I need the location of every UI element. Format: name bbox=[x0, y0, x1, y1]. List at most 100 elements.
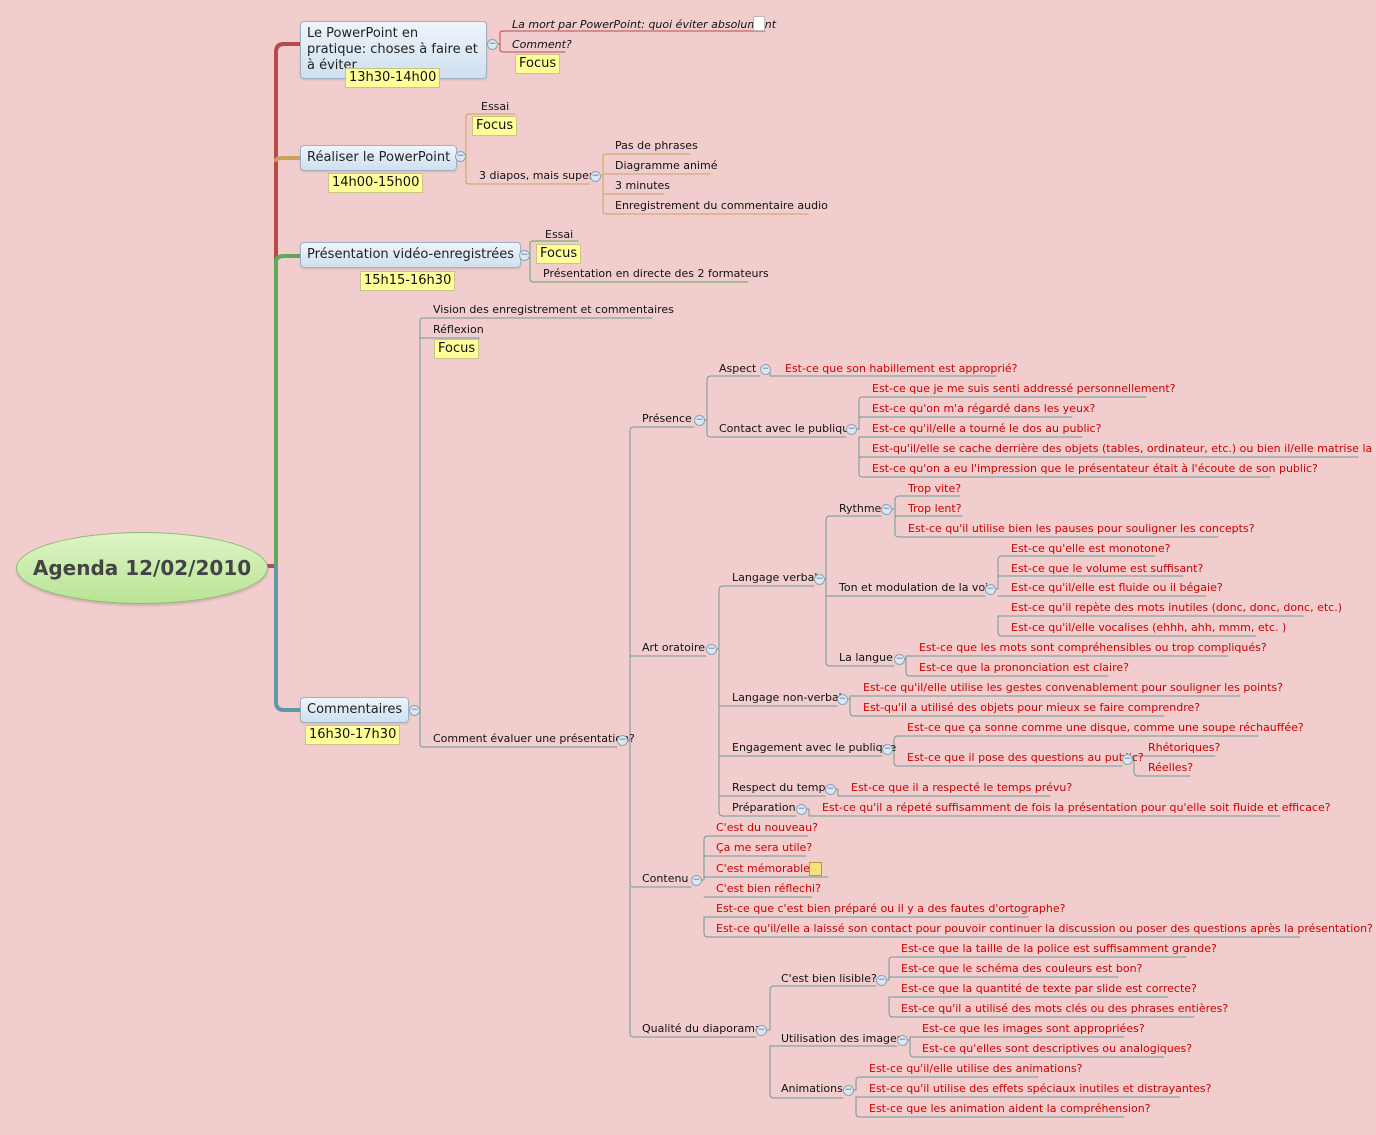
topic-art-oratoire[interactable]: Art oratoire bbox=[642, 641, 705, 654]
topic-animations[interactable]: Animations bbox=[781, 1082, 843, 1095]
topic-lisible[interactable]: C'est bien lisible? bbox=[781, 972, 877, 985]
collapse-icon[interactable] bbox=[881, 504, 892, 515]
collapse-icon[interactable] bbox=[825, 784, 836, 795]
topic-comment-evaluer[interactable]: Comment évaluer une présentation? bbox=[433, 732, 635, 745]
collapse-icon[interactable] bbox=[796, 804, 807, 815]
question-habillement[interactable]: Est-ce que son habillement est approprié… bbox=[785, 362, 1018, 375]
question-images[interactable]: Est-ce qu'elles sont descriptives ou ana… bbox=[922, 1042, 1193, 1055]
topic-contenu[interactable]: Contenu bbox=[642, 872, 689, 885]
topic-reflexion[interactable]: Réflexion bbox=[433, 323, 484, 336]
collapse-icon[interactable] bbox=[897, 1035, 908, 1046]
root-topic[interactable]: Agenda 12/02/2010 bbox=[16, 532, 268, 604]
topic-essai[interactable]: Essai bbox=[481, 100, 510, 113]
question-contenu[interactable]: Est-ce qu'il/elle a laissé son contact p… bbox=[716, 922, 1373, 935]
topic-presence[interactable]: Présence bbox=[642, 412, 692, 425]
question-lisible[interactable]: Est-ce que la taille de la police est su… bbox=[901, 942, 1217, 955]
question-contenu[interactable]: C'est du nouveau? bbox=[716, 821, 818, 834]
question-images[interactable]: Est-ce que les images sont appropriées? bbox=[922, 1022, 1145, 1035]
question-contact[interactable]: Est-ce que je me suis senti addressé per… bbox=[872, 382, 1176, 395]
session-presentation-video[interactable]: Présentation vidéo-enregistrées bbox=[300, 242, 522, 268]
question-contact[interactable]: Est-ce qu'il/elle a tourné le dos au pub… bbox=[872, 422, 1102, 435]
answer-reelles[interactable]: Réelles? bbox=[1148, 761, 1194, 774]
topic-3-diapos[interactable]: 3 diapos, mais super! bbox=[479, 169, 598, 182]
collapse-icon[interactable] bbox=[691, 875, 702, 886]
collapse-icon[interactable] bbox=[760, 364, 771, 375]
topic-langage-verbal[interactable]: Langage verbal bbox=[732, 571, 818, 584]
topic-contact[interactable]: Contact avec le publique bbox=[719, 422, 856, 435]
topic-la-langue[interactable]: La langue bbox=[839, 651, 893, 664]
topic-ton[interactable]: Ton et modulation de la voix bbox=[839, 581, 995, 594]
question-ton[interactable]: Est-ce que le volume est suffisant? bbox=[1011, 562, 1204, 575]
collapse-icon[interactable] bbox=[894, 654, 905, 665]
collapse-icon[interactable] bbox=[455, 151, 466, 162]
collapse-icon[interactable] bbox=[1122, 754, 1133, 765]
question-rythme[interactable]: Trop lent? bbox=[908, 502, 962, 515]
collapse-icon[interactable] bbox=[985, 584, 996, 595]
question-animations[interactable]: Est-ce qu'il/elle utilise des animations… bbox=[869, 1062, 1083, 1075]
question-contenu[interactable]: Est-ce que c'est bien préparé ou il y a … bbox=[716, 902, 1066, 915]
topic-langage-non-verbal[interactable]: Langage non-verbal bbox=[732, 691, 842, 704]
collapse-icon[interactable] bbox=[617, 735, 628, 746]
topic-vision[interactable]: Vision des enregistrement et commentaire… bbox=[433, 303, 674, 316]
collapse-icon[interactable] bbox=[487, 39, 498, 50]
question-animations[interactable]: Est-ce qu'il utilise des effets spéciaux… bbox=[869, 1082, 1212, 1095]
question-contact[interactable]: Est-qu'il/elle se cache derrière des obj… bbox=[872, 442, 1376, 455]
topic-3-minutes[interactable]: 3 minutes bbox=[615, 179, 671, 192]
document-icon[interactable] bbox=[753, 16, 765, 31]
collapse-icon[interactable] bbox=[519, 250, 530, 261]
question-animations[interactable]: Est-ce que les animation aident la compr… bbox=[869, 1102, 1151, 1115]
collapse-icon[interactable] bbox=[756, 1025, 767, 1036]
topic-images[interactable]: Utilisation des images bbox=[781, 1032, 903, 1045]
session-commentaires[interactable]: Commentaires bbox=[300, 697, 410, 723]
question-non-verbal[interactable]: Est-ce qu'il/elle utilise les gestes con… bbox=[863, 681, 1283, 694]
question-preparation[interactable]: Est-ce qu'il a répeté suffisamment de fo… bbox=[822, 801, 1331, 814]
question-contenu[interactable]: C'est bien réflechi? bbox=[716, 882, 821, 895]
question-lisible[interactable]: Est-ce que le schéma des couleurs est bo… bbox=[901, 962, 1143, 975]
question-ton[interactable]: Est-ce qu'il/elle est fluide ou il bégai… bbox=[1011, 581, 1223, 594]
collapse-icon[interactable] bbox=[706, 644, 717, 655]
session-realiser-powerpoint[interactable]: Réaliser le PowerPoint bbox=[300, 145, 458, 171]
collapse-icon[interactable] bbox=[843, 1085, 854, 1096]
question-contact[interactable]: Est-ce qu'on a eu l'impression que le pr… bbox=[872, 462, 1318, 475]
topic-qualite-diaporama[interactable]: Qualité du diaporama bbox=[642, 1022, 762, 1035]
question-lisible[interactable]: Est-ce que la quantité de texte par slid… bbox=[901, 982, 1197, 995]
question-contact[interactable]: Est-ce qu'on m'a régardé dans les yeux? bbox=[872, 402, 1096, 415]
question-ton[interactable]: Est-ce qu'elle est monotone? bbox=[1011, 542, 1171, 555]
question-langue[interactable]: Est-ce que la prononciation est claire? bbox=[919, 661, 1129, 674]
question-non-verbal[interactable]: Est-qu'il a utilisé des objets pour mieu… bbox=[863, 701, 1201, 714]
topic-rythme[interactable]: Rythme bbox=[839, 502, 882, 515]
topic-enregistrement[interactable]: Enregistrement du commentaire audio bbox=[615, 199, 828, 212]
question-ton[interactable]: Est-ce qu'il/elle vocalises (ehhh, ahh, … bbox=[1011, 621, 1287, 634]
note-icon[interactable] bbox=[809, 862, 822, 876]
collapse-icon[interactable] bbox=[409, 705, 420, 716]
topic-engagement[interactable]: Engagement avec le publique bbox=[732, 741, 897, 754]
collapse-icon[interactable] bbox=[882, 744, 893, 755]
question-ton[interactable]: Est-ce qu'il repète des mots inutiles (d… bbox=[1011, 601, 1343, 614]
question-contenu[interactable]: Ça me sera utile? bbox=[716, 841, 813, 854]
collapse-icon[interactable] bbox=[876, 975, 887, 986]
collapse-icon[interactable] bbox=[590, 171, 601, 182]
question-respect-temps[interactable]: Est-ce que il a respecté le temps prévu? bbox=[851, 781, 1073, 794]
topic-presentation-directe[interactable]: Présentation en directe des 2 formateurs bbox=[543, 267, 769, 280]
question-rythme[interactable]: Trop vite? bbox=[908, 482, 962, 495]
topic-aspect[interactable]: Aspect bbox=[719, 362, 757, 375]
question-rythme[interactable]: Est-ce qu'il utilise bien les pauses pou… bbox=[908, 522, 1255, 535]
topic-pas-de-phrases[interactable]: Pas de phrases bbox=[615, 139, 698, 152]
question-contenu[interactable]: C'est mémorable? bbox=[716, 862, 816, 875]
collapse-icon[interactable] bbox=[837, 694, 848, 705]
topic-mort-powerpoint[interactable]: La mort par PowerPoint: quoi éviter abso… bbox=[512, 18, 777, 31]
focus-box: Focus bbox=[536, 244, 582, 264]
topic-essai[interactable]: Essai bbox=[545, 228, 574, 241]
question-lisible[interactable]: Est-ce qu'il a utilisé des mots clés ou … bbox=[901, 1002, 1229, 1015]
topic-preparation[interactable]: Préparation bbox=[732, 801, 796, 814]
question-engagement[interactable]: Est-ce que ça sonne comme une disque, co… bbox=[907, 721, 1304, 734]
collapse-icon[interactable] bbox=[814, 574, 825, 585]
topic-comment[interactable]: Comment? bbox=[512, 38, 572, 51]
topic-diagramme-anime[interactable]: Diagramme animé bbox=[615, 159, 718, 172]
topic-respect-temps[interactable]: Respect du temps bbox=[732, 781, 832, 794]
collapse-icon[interactable] bbox=[694, 415, 705, 426]
question-langue[interactable]: Est-ce que les mots sont compréhensibles… bbox=[919, 641, 1267, 654]
question-engagement[interactable]: Est-ce que il pose des questions au publ… bbox=[907, 751, 1144, 764]
answer-rhetoriques[interactable]: Rhétoriques? bbox=[1148, 741, 1221, 754]
collapse-icon[interactable] bbox=[846, 424, 857, 435]
